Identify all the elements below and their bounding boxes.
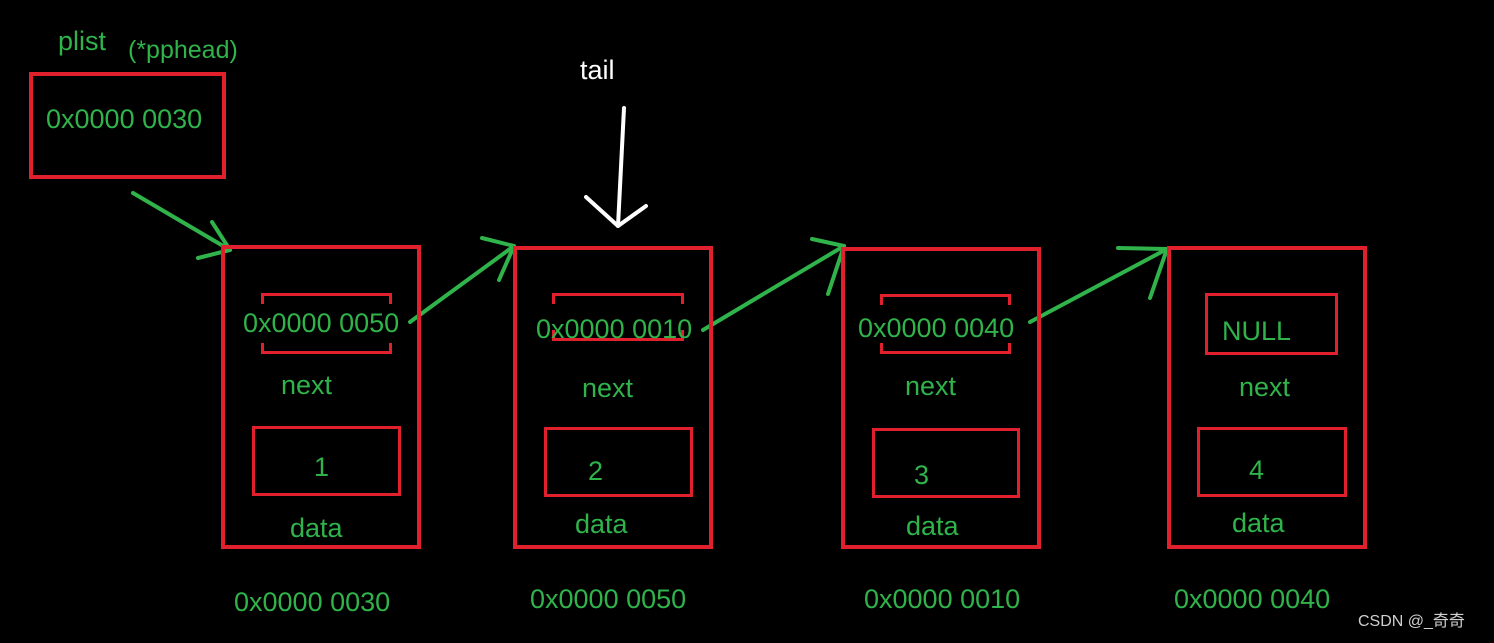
node-1-next-label: next [281,370,333,400]
node-1-data-value: 1 [314,452,330,482]
node-2 [513,246,713,549]
node-3-data-value: 3 [914,460,930,490]
node-1-next-cell [261,293,392,354]
node2-to-node3-arrow [701,237,846,332]
node-4-data-cell [1197,427,1347,497]
node-2-next-cell [552,293,684,341]
plist-value: 0x0000 0030 [46,104,203,134]
node-2-address: 0x0000 0050 [530,584,687,614]
plist-box [29,72,226,179]
node-2-data-value: 2 [588,456,604,486]
node-4-address: 0x0000 0040 [1174,584,1331,614]
node-4-data-value: 4 [1249,455,1265,485]
node-4-data-label: data [1232,508,1285,538]
node-3-data-cell [872,428,1020,498]
node3-to-node4-arrow [1028,246,1169,324]
node-2-data-label: data [575,509,628,539]
node-3-address: 0x0000 0010 [864,584,1021,614]
pphead-label: (*pphead) [128,36,238,64]
node-2-data-cell [544,427,693,497]
node-1-address: 0x0000 0030 [234,587,391,617]
node-3-next-cell [880,294,1011,354]
node-3-next-label: next [905,371,957,401]
node-1-data-label: data [290,513,343,543]
node-4-next-cell [1205,293,1338,355]
watermark: CSDN @_奇奇 [1358,613,1465,630]
node-1 [221,245,421,549]
plist-to-node1-arrow [131,191,232,260]
node-3-data-label: data [906,511,959,541]
node-2-next-label: next [582,373,634,403]
plist-label: plist [58,26,107,56]
tail-label: tail [580,55,615,85]
node-3-next-value: 0x0000 0040 [858,313,1015,343]
node-2-next-value: 0x0000 0010 [536,314,693,344]
node1-to-node2-arrow [408,236,516,324]
tail-arrow [584,106,648,228]
node-4-next-label: next [1239,372,1291,402]
node-1-next-value: 0x0000 0050 [243,308,400,338]
node-3 [841,247,1041,549]
node-1-data-cell [252,426,401,496]
node-4-next-value: NULL [1222,316,1292,346]
node-4 [1167,246,1367,549]
